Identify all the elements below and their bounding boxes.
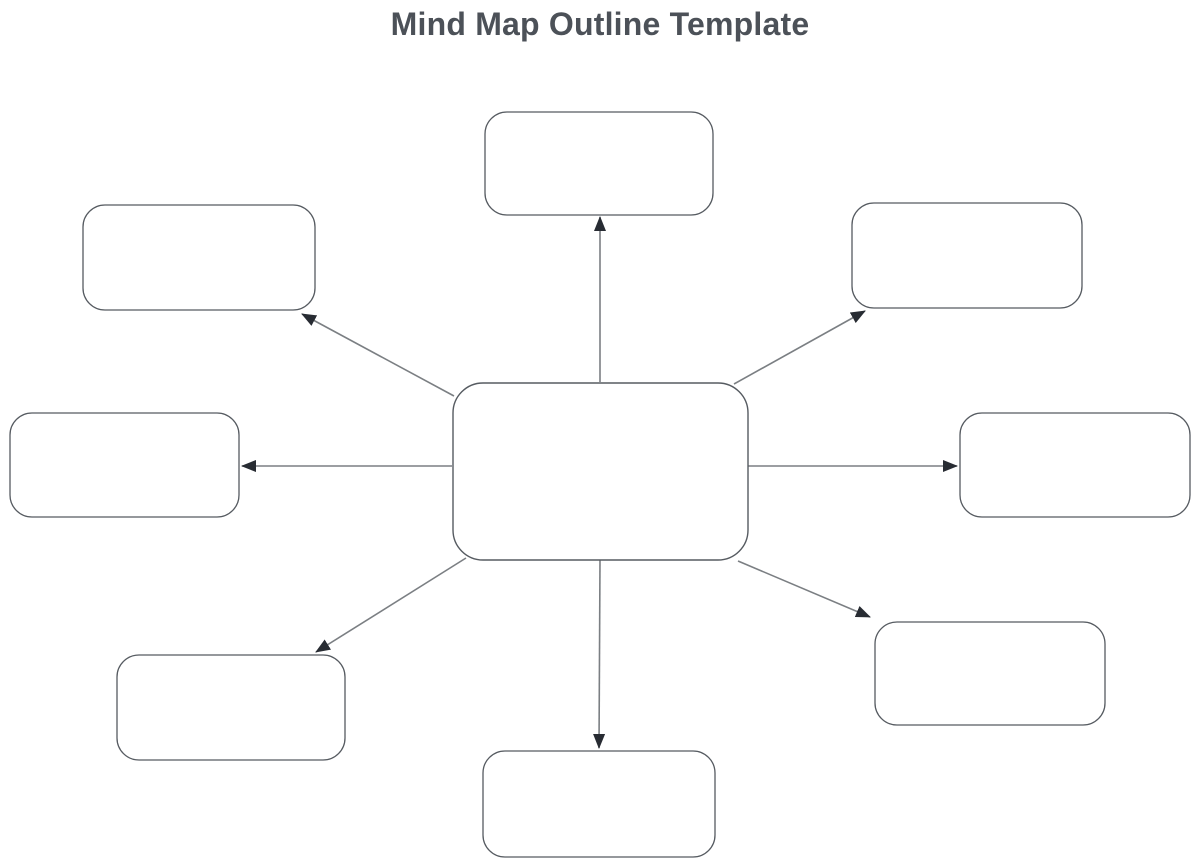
connector-center-to-top-right bbox=[733, 310, 866, 385]
connector-group bbox=[241, 216, 958, 749]
connector-center-to-bottom bbox=[593, 559, 606, 749]
node-central-topic[interactable] bbox=[452, 382, 749, 561]
node-branch-top-left[interactable] bbox=[82, 204, 316, 311]
node-branch-left[interactable] bbox=[9, 412, 240, 518]
node-branch-bottom-left[interactable] bbox=[116, 654, 346, 761]
node-branch-bottom-right[interactable] bbox=[874, 621, 1106, 726]
connector-center-to-bottom-right bbox=[737, 560, 871, 618]
page-title: Mind Map Outline Template bbox=[390, 6, 810, 42]
node-branch-top[interactable] bbox=[484, 111, 714, 216]
connector-center-to-top-left bbox=[301, 313, 455, 397]
node-branch-bottom[interactable] bbox=[482, 750, 716, 858]
node-branch-right[interactable] bbox=[959, 412, 1191, 518]
node-branch-top-right[interactable] bbox=[851, 202, 1083, 309]
connector-center-to-bottom-left bbox=[315, 557, 467, 653]
